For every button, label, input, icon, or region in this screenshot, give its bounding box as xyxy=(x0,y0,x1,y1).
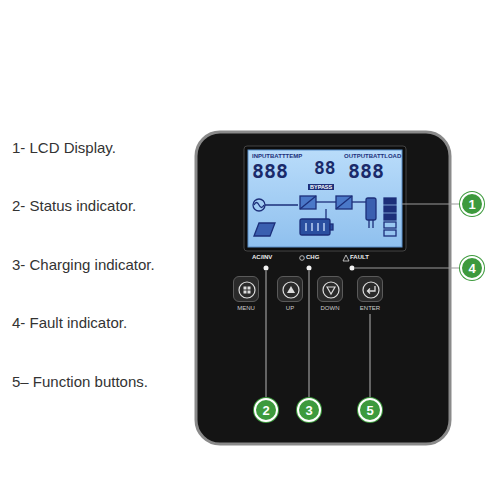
button-icon xyxy=(278,277,304,303)
front-panel xyxy=(196,132,450,444)
indicator-label: FAULT xyxy=(350,254,369,260)
lcd-legend: OUTPUTBATTLOAD xyxy=(344,153,401,160)
callout-number-text: 2 xyxy=(262,404,269,417)
leader-line-stroke xyxy=(369,314,370,398)
lcd-display: INPUTBATTTEMP88888OUTPUTBATTLOAD888BYPAS… xyxy=(248,150,402,247)
legend-item-text: 4- Fault indicator. xyxy=(12,314,127,331)
callout-number-text: 1 xyxy=(468,198,475,211)
lcd-icons xyxy=(253,196,396,236)
legend-item-text: 5– Function buttons. xyxy=(12,373,148,390)
leader-line xyxy=(370,314,371,398)
callout-number-text: 5 xyxy=(366,404,373,417)
lcd-digits: 888 xyxy=(348,160,384,182)
fault-led xyxy=(350,266,355,271)
button-face xyxy=(357,276,383,302)
button-label: ENTER xyxy=(345,305,395,311)
function-button: ENTER xyxy=(355,276,385,314)
leader-lines xyxy=(266,268,459,397)
leader-line-stroke xyxy=(402,203,460,204)
lcd-bezel xyxy=(244,146,406,251)
button-label: UP xyxy=(265,305,315,311)
button-face xyxy=(277,276,303,302)
status-led xyxy=(264,266,269,271)
indicator-label: AC/INV xyxy=(252,254,272,260)
lcd-digits: 888 xyxy=(252,160,288,182)
button-label: MENU xyxy=(221,305,271,311)
button-icon xyxy=(358,277,384,303)
lcd-digits: 88 xyxy=(314,158,336,178)
callout-number: 4 xyxy=(460,256,484,280)
legend-item-text: 2- Status indicator. xyxy=(12,197,136,214)
callout-number: 2 xyxy=(254,398,278,422)
callout-number: 3 xyxy=(297,398,321,422)
lcd-legend: BYPASS xyxy=(308,184,334,190)
callout-number: 5 xyxy=(358,398,382,422)
charge-led xyxy=(307,266,312,271)
callout-number-text: 3 xyxy=(305,404,312,417)
leader-line xyxy=(402,204,460,205)
legend-item-text: 1- LCD Display. xyxy=(12,139,116,156)
fault-symbol xyxy=(343,255,349,261)
button-icon xyxy=(234,277,260,303)
chg-symbol xyxy=(300,256,305,261)
lcd-legend: INPUTBATTTEMP xyxy=(252,153,302,160)
function-button: MENU xyxy=(231,276,261,314)
function-button: UP xyxy=(275,276,305,314)
button-face xyxy=(317,276,343,302)
callout-number: 1 xyxy=(460,192,484,216)
callout-number-text: 4 xyxy=(468,262,475,275)
function-button: DOWN xyxy=(315,276,345,314)
lcd-screen xyxy=(248,150,402,247)
button-icon xyxy=(318,277,344,303)
button-face xyxy=(233,276,259,302)
button-label: DOWN xyxy=(305,305,355,311)
indicator-label: CHG xyxy=(306,254,319,260)
legend-item-text: 3- Charging indicator. xyxy=(12,256,155,273)
